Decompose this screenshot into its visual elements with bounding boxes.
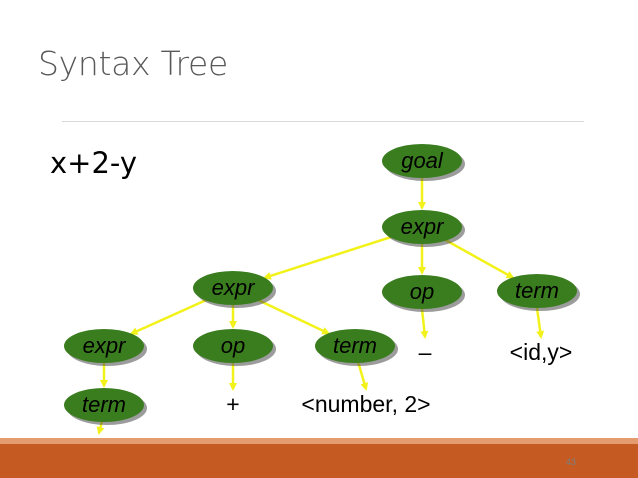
node-label: expr xyxy=(212,275,256,300)
slide-title: Syntax Tree xyxy=(38,44,229,83)
tree-node-expr1: expr xyxy=(382,210,465,247)
footer-band xyxy=(0,438,638,444)
tree-node-expr3: expr xyxy=(64,329,147,366)
footer-bar xyxy=(0,444,638,478)
node-label: term xyxy=(333,333,377,358)
node-ellipse xyxy=(382,275,462,309)
edges-layer xyxy=(96,178,545,435)
edge-expr1-term1 xyxy=(443,238,515,279)
node-ellipse xyxy=(315,329,395,363)
node-ellipse xyxy=(497,274,577,308)
node-label: term xyxy=(82,392,126,417)
node-ellipse xyxy=(193,271,273,305)
tree-node-term3: term xyxy=(64,388,147,425)
node-ellipse xyxy=(64,388,144,422)
node-ellipse xyxy=(193,329,273,363)
node-label: op xyxy=(410,279,434,304)
node-ellipse xyxy=(382,144,462,178)
edge-term2-number2 xyxy=(356,361,369,391)
edge-expr2-term2 xyxy=(256,298,331,335)
expression-text: x+2-y xyxy=(50,146,138,180)
tree-node-term1: term xyxy=(497,274,580,311)
edge-expr1-expr2 xyxy=(262,235,394,280)
title-divider xyxy=(62,121,584,122)
slide-number: 43 xyxy=(566,457,577,467)
node-label: goal xyxy=(401,148,444,173)
node-label: expr xyxy=(83,333,127,358)
edge-op1-minus xyxy=(420,308,429,339)
node-ellipse xyxy=(382,210,462,244)
tree-node-op2: op xyxy=(193,329,276,366)
tree-node-goal: goal xyxy=(382,144,465,181)
edge-term1-idy xyxy=(535,307,545,339)
node-ellipse xyxy=(64,329,144,363)
leaf-plus: + xyxy=(226,391,239,417)
node-label: op xyxy=(221,333,245,358)
node-label: term xyxy=(515,278,559,303)
node-label: expr xyxy=(401,214,445,239)
tree-node-expr2: expr xyxy=(193,271,276,308)
leaf-number2: <number, 2> xyxy=(301,391,430,417)
leaf-idy: <id,y> xyxy=(510,339,573,365)
tree-node-term2: term xyxy=(315,329,398,366)
tree-node-op1: op xyxy=(382,275,465,312)
leaf-minus: – xyxy=(419,339,432,365)
edge-expr2-expr3 xyxy=(129,298,209,335)
nodes-layer: goal expr expr op term expr op term term xyxy=(64,144,580,425)
